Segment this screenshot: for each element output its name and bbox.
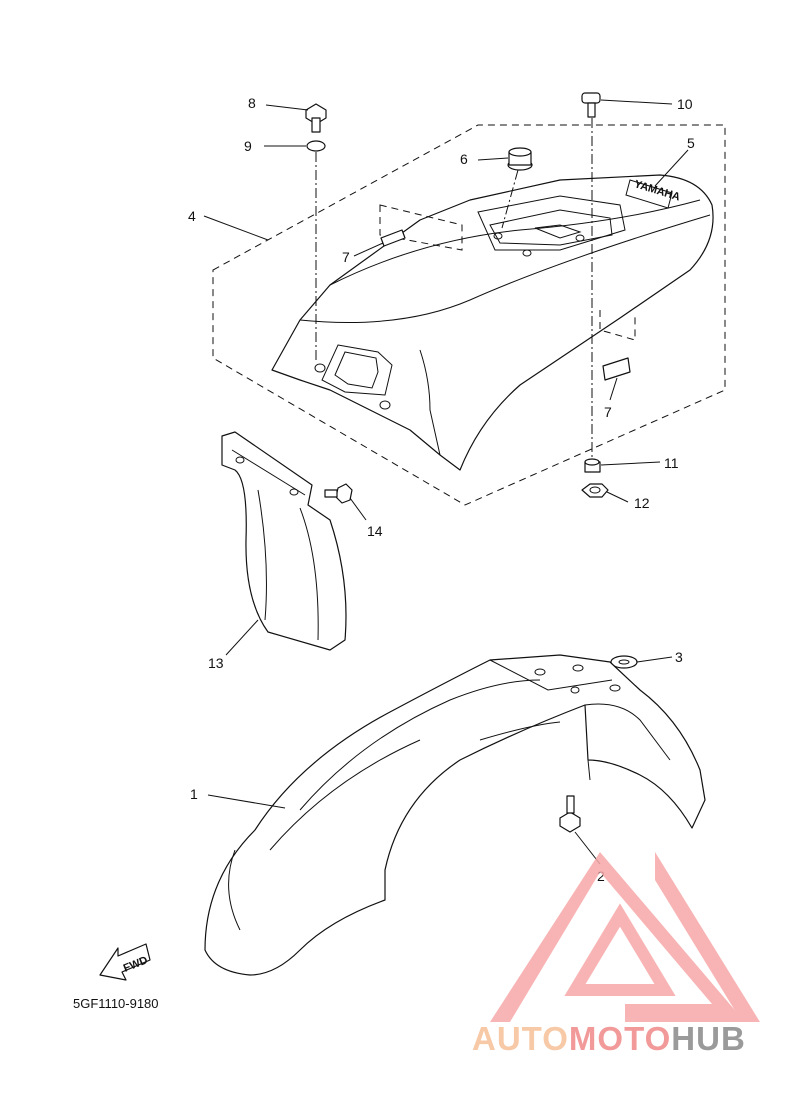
callout-14: 14 [367,523,383,539]
alignment-lines [315,118,593,460]
watermark-moto: MOTO [568,1020,672,1057]
callout-3: 3 [675,649,683,665]
callout-6: 6 [460,151,468,167]
assembly-outline [212,124,726,506]
watermark-auto: AUTO [472,1020,569,1057]
callout-7-lower: 7 [604,404,612,420]
fender-part [204,654,706,976]
callout-labels: 8 9 10 6 5 4 7 7 11 12 14 13 3 1 2 [188,95,695,884]
fasteners [305,92,638,833]
callout-2: 2 [597,868,605,884]
leader-lines [203,99,689,865]
callout-4: 4 [188,208,196,224]
emblem-plate [625,179,673,209]
diagram-reference-number: 5GF1110-9180 [73,996,159,1011]
fwd-arrow-icon: FWD [99,943,151,981]
callout-8: 8 [248,95,256,111]
mudflap-part [221,431,347,651]
watermark-logo-icon [490,852,760,1022]
callout-5: 5 [687,135,695,151]
watermark-wordmark: AUTOMOTOHUB [472,1020,792,1058]
callout-10: 10 [677,96,693,112]
callout-7-upper: 7 [342,249,350,265]
callout-1: 1 [190,786,198,802]
watermark-hub: HUB [671,1020,746,1057]
callout-13: 13 [208,655,224,671]
callout-9: 9 [244,138,252,154]
callout-11: 11 [664,455,679,471]
seat-cover-part: YAMAHA [271,174,714,471]
callout-12: 12 [634,495,650,511]
